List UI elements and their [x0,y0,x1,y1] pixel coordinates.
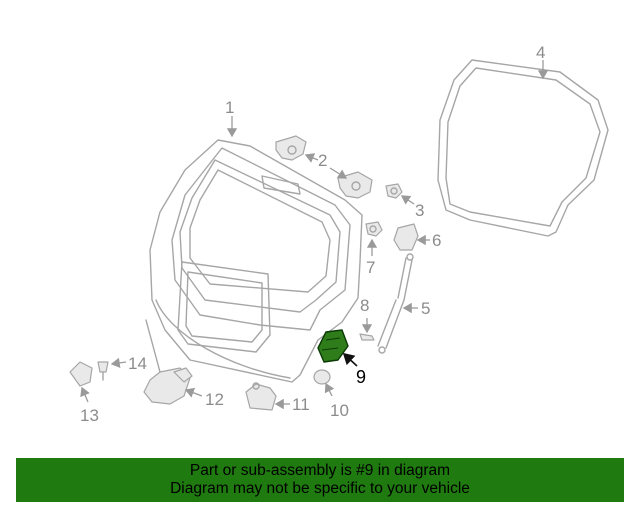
pin-part [359,333,375,341]
leader-2b [329,167,348,179]
callout-5: 5 [421,299,430,318]
latch-part [143,319,193,405]
leader-12 [184,387,203,398]
leader-14 [110,357,127,369]
banner-line-1: Part or sub-assembly is #9 in diagram [189,462,451,479]
parts-diagram: 1 2 3 4 5 6 7 [69,43,609,425]
callout-7: 7 [366,258,375,277]
handle-bracket-part [69,361,93,387]
callout-6: 6 [432,231,441,250]
weatherstrip-part [437,59,609,237]
striker-part [245,382,277,411]
bumper-stop-part [313,369,331,385]
leader-2a [304,153,319,163]
highlighted-part-9[interactable] [317,329,349,363]
callout-14: 14 [128,354,147,373]
gas-strut-part [377,253,414,354]
leader-3 [400,195,415,205]
callout-3: 3 [415,201,424,220]
callout-11: 11 [292,395,310,414]
callout-2: 2 [318,151,327,170]
callout-1: 1 [225,98,234,117]
leader-9 [342,352,358,367]
callout-9[interactable]: 9 [356,367,366,387]
info-banner: Part or sub-assembly is #9 in diagram Di… [16,458,624,502]
stud-part [365,221,383,237]
screw-part [97,361,109,381]
banner-line-2: Diagram may not be specific to your vehi… [170,480,470,497]
callout-10: 10 [330,401,349,420]
leader-13 [80,386,90,403]
callout-8: 8 [360,296,369,315]
bolt-part [385,183,403,199]
bracket-part [393,223,419,251]
callout-4: 4 [536,43,545,62]
callout-13: 13 [80,406,99,425]
leader-10 [324,382,335,397]
callout-12: 12 [205,390,224,409]
tailgate-part [149,139,363,383]
